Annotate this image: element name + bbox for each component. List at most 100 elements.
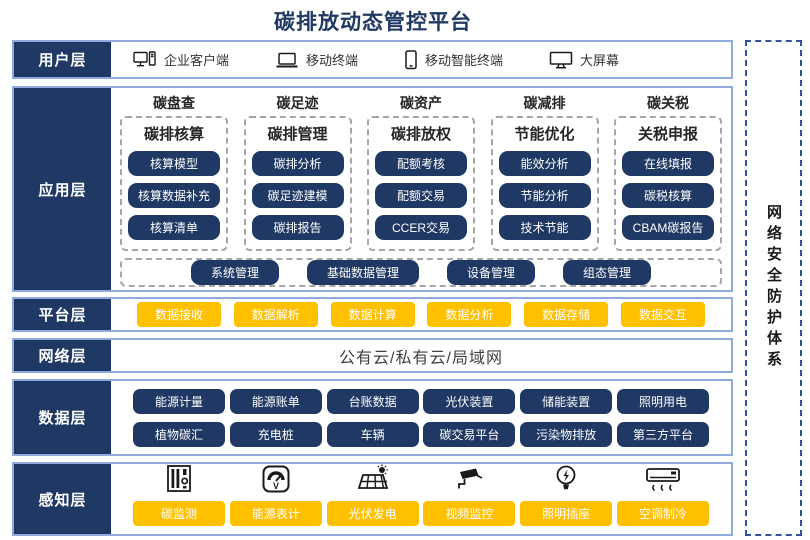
data-source-button[interactable]: 照明用电 [616, 388, 709, 414]
perception-item-energy-meter: V 能源表计 [229, 464, 322, 535]
app-common-box: 系统管理 基础数据管理 设备管理 组态管理 [120, 258, 722, 287]
app-button[interactable]: 碳排报告 [251, 215, 344, 240]
perception-label-button[interactable]: 空调制冷 [616, 501, 709, 526]
app-button[interactable]: 在线填报 [622, 151, 714, 176]
layer-platform: 平台层 数据接收 数据解析 数据计算 数据分析 数据存储 数据交互 [12, 297, 733, 332]
app-button[interactable]: 节能分析 [498, 183, 591, 208]
layer-data: 数据层 能源计量 能源账单 台账数据 光伏装置 储能装置 照明用电 植物碳汇 充… [12, 379, 733, 456]
data-source-button[interactable]: 碳交易平台 [423, 421, 516, 447]
app-button[interactable]: 能效分析 [498, 151, 591, 176]
perception-item-video-surveillance: 视频监控 [423, 466, 516, 535]
data-layer-content: 能源计量 能源账单 台账数据 光伏装置 储能装置 照明用电 植物碳汇 充电桩 车… [111, 381, 731, 454]
app-column-subtitle: 碳排放权 [390, 126, 451, 143]
smartphone-icon [405, 49, 417, 69]
platform-button[interactable]: 数据计算 [330, 302, 415, 327]
perception-layer-content: 碳监测 V 能源表计 光伏发电 [111, 464, 731, 534]
app-common-button[interactable]: 基础数据管理 [306, 260, 419, 285]
data-source-button[interactable]: 第三方平台 [616, 421, 709, 447]
layer-label-application: 应用层 [14, 88, 111, 290]
perception-label-button[interactable]: 照明插座 [520, 501, 613, 526]
user-layer-content: 企业客户端 移动终端 移动智能终端 [111, 42, 731, 77]
app-common-button[interactable]: 系统管理 [190, 260, 279, 285]
data-source-button[interactable]: 能源账单 [229, 388, 322, 414]
user-item-label: 大屏幕 [580, 53, 620, 68]
perception-label-button[interactable]: 光伏发电 [326, 501, 419, 526]
app-column-subtitle: 碳排管理 [267, 126, 328, 143]
security-sidebar: 网络安全防护体系 [745, 40, 802, 536]
app-button[interactable]: 碳足迹建模 [251, 183, 344, 208]
layer-label-network: 网络层 [14, 340, 111, 371]
app-column-subtitle: 碳排核算 [143, 126, 204, 143]
app-button[interactable]: 核算数据补充 [128, 183, 220, 208]
data-source-button[interactable]: 污染物排放 [520, 421, 613, 447]
svg-text:V: V [273, 481, 279, 491]
user-item-label: 企业客户端 [164, 53, 230, 68]
app-column-box: 碳排放权 配额考核 配额交易 CCER交易 [367, 116, 475, 251]
layer-network: 网络层 公有云/私有云/局域网 [12, 338, 733, 373]
platform-layer-content: 数据接收 数据解析 数据计算 数据分析 数据存储 数据交互 [111, 299, 731, 330]
app-column-header: 碳盘查 [153, 95, 195, 111]
app-column-header: 碳减排 [523, 95, 566, 111]
app-column-box: 关税申报 在线填报 碳税核算 CBAM碳报告 [614, 116, 722, 251]
app-button[interactable]: 核算清单 [128, 215, 220, 240]
app-column-header: 碳资产 [400, 95, 442, 111]
app-button[interactable]: 碳税核算 [622, 183, 714, 208]
app-column-header: 碳足迹 [276, 95, 319, 111]
app-button[interactable]: 核算模型 [128, 151, 220, 176]
layer-label-data: 数据层 [14, 381, 111, 454]
layer-application: 应用层 碳盘查 碳排核算 核算模型 核算数据补充 核算清单 碳足迹 碳排管理 碳… [12, 86, 733, 292]
air-conditioner-icon [646, 468, 680, 492]
platform-button[interactable]: 数据解析 [233, 302, 318, 327]
layer-user: 用户层 企业客户端 移动终端 [12, 40, 733, 79]
application-layer-content: 碳盘查 碳排核算 核算模型 核算数据补充 核算清单 碳足迹 碳排管理 碳排分析 … [111, 88, 731, 290]
page-title: 碳排放动态管控平台 [274, 11, 472, 34]
perception-item-pv-generation: 光伏发电 [326, 464, 419, 535]
perception-label-button[interactable]: 碳监测 [133, 501, 225, 526]
data-source-button[interactable]: 能源计量 [133, 388, 225, 414]
carbon-monitor-icon [167, 465, 191, 492]
user-item-label: 移动终端 [306, 53, 359, 68]
perception-item-ac-cooling: 空调制冷 [616, 466, 709, 535]
layer-label-user: 用户层 [14, 42, 111, 77]
network-layer-text: 公有云/私有云/局域网 [339, 349, 503, 367]
user-item-label: 移动智能终端 [425, 53, 504, 68]
user-item-smart-mobile-terminal: 移动智能终端 [404, 49, 504, 70]
app-column-box: 节能优化 能效分析 节能分析 技术节能 [490, 116, 599, 251]
application-columns: 碳盘查 碳排核算 核算模型 核算数据补充 核算清单 碳足迹 碳排管理 碳排分析 … [120, 91, 722, 251]
perception-label-button[interactable]: 视频监控 [423, 501, 516, 526]
monitor-icon [549, 51, 573, 69]
data-source-button[interactable]: 车辆 [326, 421, 419, 447]
data-source-button[interactable]: 充电桩 [229, 421, 322, 447]
app-button[interactable]: 技术节能 [498, 215, 591, 240]
data-source-button[interactable]: 植物碳汇 [133, 421, 225, 447]
data-source-button[interactable]: 台账数据 [326, 388, 419, 414]
user-item-enterprise-client: 企业客户端 [133, 50, 229, 69]
data-source-button[interactable]: 储能装置 [520, 388, 613, 414]
platform-button[interactable]: 数据交互 [620, 302, 705, 327]
cctv-camera-icon [458, 468, 483, 489]
perception-label-button[interactable]: 能源表计 [229, 501, 322, 526]
light-bulb-icon [556, 465, 576, 490]
app-common-button[interactable]: 组态管理 [563, 260, 652, 285]
solar-panel-icon [357, 464, 388, 489]
app-button[interactable]: 配额考核 [375, 151, 467, 176]
app-button[interactable]: 配额交易 [375, 183, 467, 208]
security-sidebar-label: 网络安全防护体系 [765, 204, 782, 372]
app-column-header: 碳关税 [647, 95, 689, 111]
layer-label-perception: 感知层 [14, 464, 111, 534]
layer-label-platform: 平台层 [14, 299, 111, 330]
platform-button[interactable]: 数据分析 [427, 302, 512, 327]
data-source-button[interactable]: 光伏装置 [423, 388, 516, 414]
platform-button[interactable]: 数据存储 [524, 302, 609, 327]
platform-button[interactable]: 数据接收 [137, 302, 221, 327]
app-button[interactable]: CBAM碳报告 [622, 215, 714, 240]
app-column-subtitle: 关税申报 [637, 126, 698, 143]
app-button[interactable]: 碳排分析 [251, 151, 344, 176]
app-column-box: 碳排核算 核算模型 核算数据补充 核算清单 [120, 116, 228, 251]
app-column-box: 碳排管理 碳排分析 碳足迹建模 碳排报告 [243, 116, 352, 251]
voltmeter-icon: V [262, 465, 290, 493]
app-button[interactable]: CCER交易 [375, 215, 467, 240]
user-item-mobile-terminal: 移动终端 [275, 50, 358, 69]
app-common-button[interactable]: 设备管理 [447, 260, 536, 285]
desktop-pc-icon [133, 50, 156, 66]
